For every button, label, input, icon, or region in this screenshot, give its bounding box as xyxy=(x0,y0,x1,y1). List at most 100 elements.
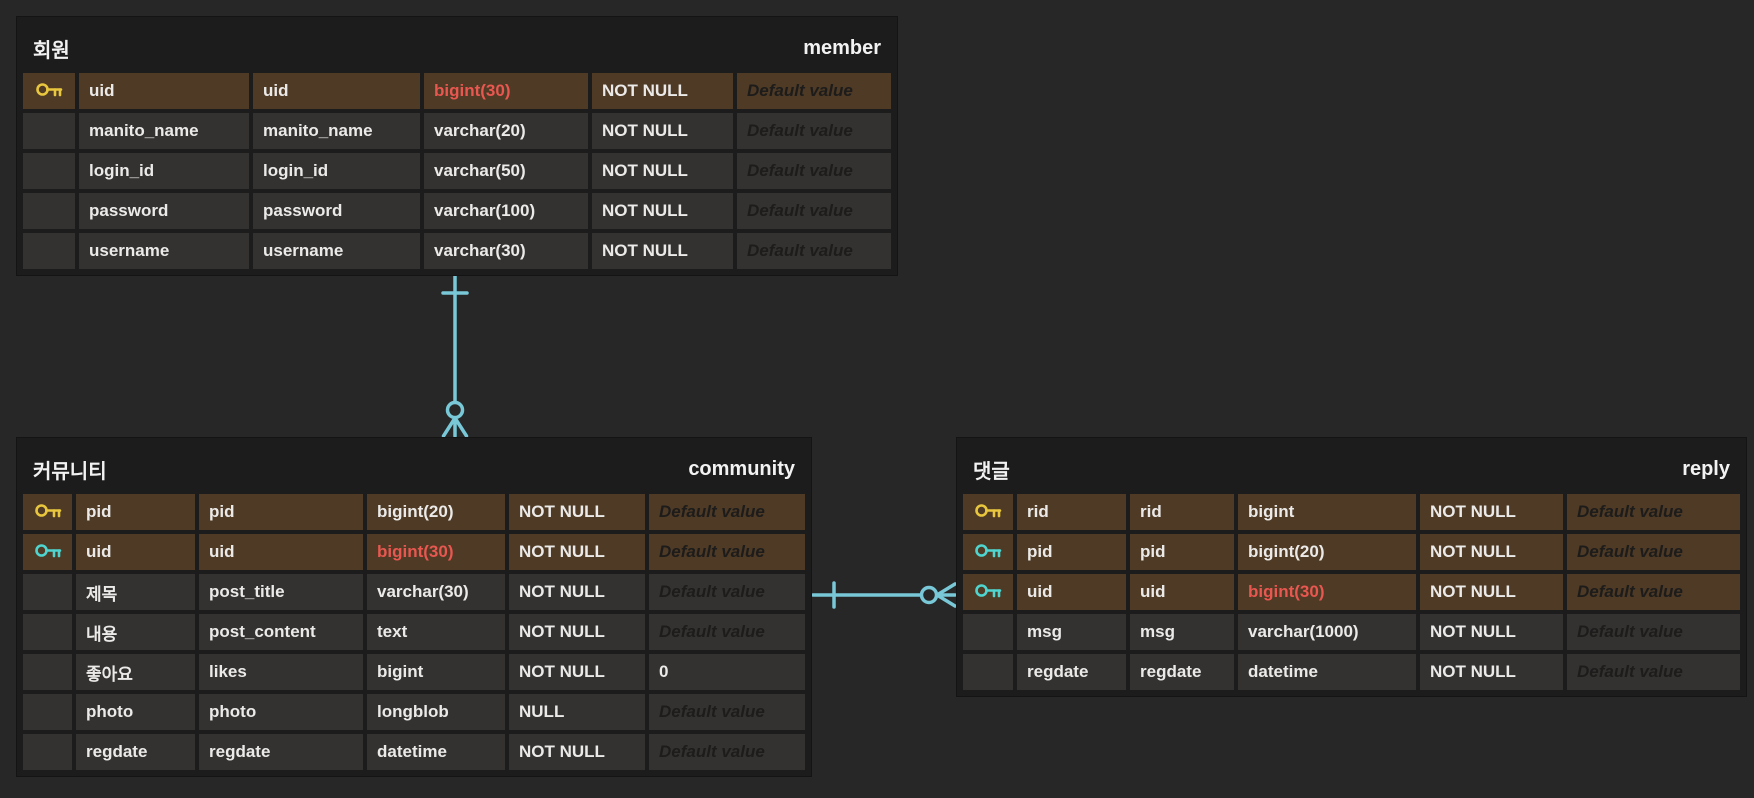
cardinality-zero-circle xyxy=(445,400,465,420)
column-type: bigint xyxy=(1238,494,1416,530)
column-type: bigint(20) xyxy=(1238,534,1416,570)
column-default: Default value xyxy=(649,494,805,530)
column-logical-name: msg xyxy=(1017,614,1126,650)
column-logical-name: 내용 xyxy=(76,614,195,650)
column-physical-name: login_id xyxy=(253,153,420,189)
column-logical-name: manito_name xyxy=(79,113,249,149)
column-physical-name: uid xyxy=(199,534,363,570)
key-icon-empty xyxy=(23,193,75,229)
column-type: varchar(30) xyxy=(424,233,588,269)
column-logical-name: 제목 xyxy=(76,574,195,610)
column-nullable: NOT NULL xyxy=(509,614,645,650)
table-header: 댓글 reply xyxy=(963,444,1740,494)
column-nullable: NOT NULL xyxy=(1420,534,1563,570)
column-default: Default value xyxy=(649,574,805,610)
column-nullable: NOT NULL xyxy=(1420,494,1563,530)
column-physical-name: likes xyxy=(199,654,363,690)
column-logical-name: pid xyxy=(1017,534,1126,570)
column-default: Default value xyxy=(737,153,891,189)
table-physical-name: community xyxy=(688,457,795,480)
table-logical-name: 댓글 xyxy=(973,460,1010,483)
table-logical-name: 커뮤니티 xyxy=(33,460,107,483)
column-nullable: NOT NULL xyxy=(592,73,733,109)
column-default: 0 xyxy=(649,654,805,690)
column-nullable: NOT NULL xyxy=(592,193,733,229)
key-icon-empty xyxy=(23,734,72,770)
column-physical-name: manito_name xyxy=(253,113,420,149)
column-default: Default value xyxy=(1567,614,1740,650)
key-icon-empty xyxy=(963,654,1013,690)
column-nullable: NOT NULL xyxy=(592,113,733,149)
relationship-community-reply[interactable] xyxy=(811,581,957,609)
column-default: Default value xyxy=(649,534,805,570)
column-physical-name: pid xyxy=(1130,534,1234,570)
column-physical-name: uid xyxy=(253,73,420,109)
table-header: 커뮤니티 community xyxy=(23,444,805,494)
column-physical-name: photo xyxy=(199,694,363,730)
column-default: Default value xyxy=(1567,654,1740,690)
foreign-key-icon xyxy=(23,534,72,570)
table-physical-name: reply xyxy=(1682,457,1730,480)
key-icon-empty xyxy=(963,614,1013,650)
column-physical-name: msg xyxy=(1130,614,1234,650)
column-type: bigint(20) xyxy=(367,494,505,530)
column-physical-name: regdate xyxy=(1130,654,1234,690)
column-nullable: NOT NULL xyxy=(509,534,645,570)
column-type: longblob xyxy=(367,694,505,730)
column-physical-name: post_content xyxy=(199,614,363,650)
column-nullable: NOT NULL xyxy=(509,494,645,530)
table-header: 회원 member xyxy=(23,23,891,73)
column-default: Default value xyxy=(1567,494,1740,530)
column-type: varchar(1000) xyxy=(1238,614,1416,650)
column-default: Default value xyxy=(649,694,805,730)
column-default: Default value xyxy=(649,734,805,770)
column-nullable: NOT NULL xyxy=(1420,654,1563,690)
column-default: Default value xyxy=(1567,574,1740,610)
column-type: varchar(100) xyxy=(424,193,588,229)
key-icon-empty xyxy=(23,153,75,189)
column-physical-name: password xyxy=(253,193,420,229)
column-physical-name: post_title xyxy=(199,574,363,610)
column-default: Default value xyxy=(737,73,891,109)
column-type: bigint xyxy=(367,654,505,690)
column-type: bigint(30) xyxy=(1238,574,1416,610)
column-type: text xyxy=(367,614,505,650)
column-logical-name: pid xyxy=(76,494,195,530)
column-logical-name: 좋아요 xyxy=(76,654,195,690)
key-icon-empty xyxy=(23,113,75,149)
column-type: varchar(20) xyxy=(424,113,588,149)
table-physical-name: member xyxy=(803,36,881,59)
column-nullable: NULL xyxy=(509,694,645,730)
column-default: Default value xyxy=(737,193,891,229)
table-logical-name: 회원 xyxy=(33,39,70,62)
foreign-key-icon xyxy=(963,534,1013,570)
column-logical-name: username xyxy=(79,233,249,269)
cardinality-many-crowfoot xyxy=(441,416,469,438)
primary-key-icon xyxy=(23,73,75,109)
column-type: datetime xyxy=(1238,654,1416,690)
relationship-member-community[interactable] xyxy=(441,272,469,438)
